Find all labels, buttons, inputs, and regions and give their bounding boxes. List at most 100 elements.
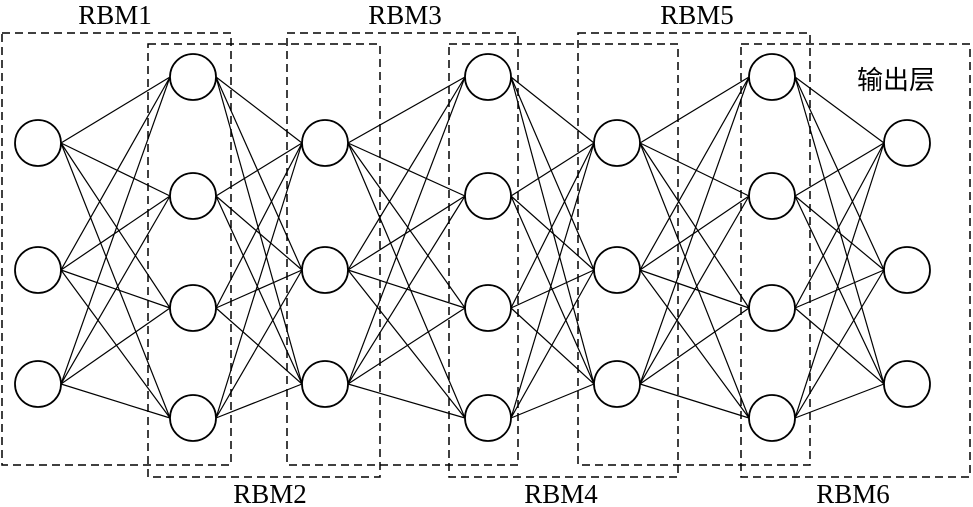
rbm3-box bbox=[286, 32, 519, 466]
rbm6-label: RBM6 bbox=[816, 479, 890, 507]
neuron-node bbox=[169, 394, 217, 442]
connection-line bbox=[510, 76, 595, 144]
connection-line bbox=[794, 195, 885, 385]
connection-line bbox=[60, 307, 171, 385]
connection-line bbox=[510, 142, 595, 309]
connection-line bbox=[510, 76, 595, 385]
connection-line bbox=[60, 269, 171, 419]
connection-line bbox=[60, 142, 171, 197]
rbm1-label: RBM1 bbox=[78, 0, 152, 30]
connection-line bbox=[639, 142, 750, 309]
rbm3-label: RBM3 bbox=[368, 0, 442, 30]
nodes-layer bbox=[14, 53, 931, 442]
connection-line bbox=[60, 195, 171, 385]
connection-line bbox=[60, 142, 171, 309]
connection-line bbox=[510, 383, 595, 419]
rbm2-label: RBM2 bbox=[233, 479, 307, 507]
connection-line bbox=[639, 383, 750, 419]
neuron-node bbox=[464, 53, 512, 101]
connection-line bbox=[215, 76, 303, 385]
connection-line bbox=[639, 142, 750, 419]
connection-line bbox=[60, 76, 171, 144]
neuron-node bbox=[169, 172, 217, 220]
connection-line bbox=[347, 76, 466, 385]
connection-line bbox=[215, 76, 303, 271]
neuron-node bbox=[593, 360, 641, 408]
neuron-node bbox=[748, 394, 796, 442]
neuron-node bbox=[593, 119, 641, 167]
connection-line bbox=[794, 142, 885, 197]
connection-line bbox=[510, 76, 595, 271]
connection-line bbox=[60, 383, 171, 419]
connection-line bbox=[347, 76, 466, 271]
neuron-node bbox=[169, 284, 217, 332]
connection-line bbox=[510, 142, 595, 419]
connection-line bbox=[60, 76, 171, 385]
connection-line bbox=[215, 195, 303, 271]
connection-line bbox=[215, 195, 303, 385]
connection-line bbox=[215, 269, 303, 419]
connection-line bbox=[639, 269, 750, 419]
connection-line bbox=[794, 76, 885, 271]
rbm6-box bbox=[740, 43, 971, 478]
neuron-node bbox=[301, 246, 349, 294]
connection-line bbox=[639, 142, 750, 197]
connections-layer bbox=[60, 76, 885, 419]
neuron-node bbox=[169, 53, 217, 101]
neuron-node bbox=[883, 246, 931, 294]
connection-line bbox=[794, 142, 885, 309]
connection-line bbox=[510, 195, 595, 385]
connection-line bbox=[215, 269, 303, 309]
connection-line bbox=[510, 195, 595, 271]
neuron-node bbox=[464, 284, 512, 332]
connection-line bbox=[347, 142, 466, 419]
neuron-node bbox=[464, 394, 512, 442]
connection-line bbox=[215, 383, 303, 419]
connection-line bbox=[510, 269, 595, 309]
connection-line bbox=[794, 269, 885, 309]
connection-line bbox=[60, 76, 171, 271]
connection-line bbox=[215, 142, 303, 197]
connection-line bbox=[510, 142, 595, 197]
connection-line bbox=[794, 269, 885, 419]
neuron-node bbox=[14, 360, 62, 408]
connection-line bbox=[60, 195, 171, 271]
connection-line bbox=[347, 142, 466, 197]
connection-line bbox=[794, 142, 885, 419]
rbm5-label: RBM5 bbox=[660, 0, 734, 30]
connection-line bbox=[639, 76, 750, 385]
connection-line bbox=[794, 195, 885, 271]
connection-line bbox=[794, 307, 885, 385]
neuron-node bbox=[748, 172, 796, 220]
connection-line bbox=[639, 307, 750, 385]
connection-line bbox=[60, 142, 171, 419]
connection-line bbox=[794, 76, 885, 385]
connection-line bbox=[347, 195, 466, 271]
neuron-node bbox=[748, 53, 796, 101]
neuron-node bbox=[593, 246, 641, 294]
output-layer-label: 输出层 bbox=[857, 66, 935, 96]
neuron-node bbox=[14, 246, 62, 294]
connection-line bbox=[347, 383, 466, 419]
rbm2-box bbox=[147, 43, 381, 478]
connection-line bbox=[639, 195, 750, 385]
neuron-node bbox=[14, 119, 62, 167]
rbm4-label: RBM4 bbox=[524, 479, 598, 507]
connection-line bbox=[639, 76, 750, 144]
connection-line bbox=[510, 269, 595, 419]
neuron-node bbox=[464, 172, 512, 220]
connection-line bbox=[510, 307, 595, 385]
connection-line bbox=[347, 76, 466, 144]
connection-line bbox=[215, 142, 303, 419]
neuron-node bbox=[883, 360, 931, 408]
connection-line bbox=[347, 307, 466, 385]
connection-line bbox=[639, 195, 750, 271]
connection-line bbox=[347, 195, 466, 385]
neuron-node bbox=[301, 119, 349, 167]
connection-line bbox=[794, 383, 885, 419]
connection-line bbox=[347, 142, 466, 309]
rbm5-box bbox=[577, 32, 811, 466]
neuron-node bbox=[748, 284, 796, 332]
neuron-node bbox=[301, 360, 349, 408]
